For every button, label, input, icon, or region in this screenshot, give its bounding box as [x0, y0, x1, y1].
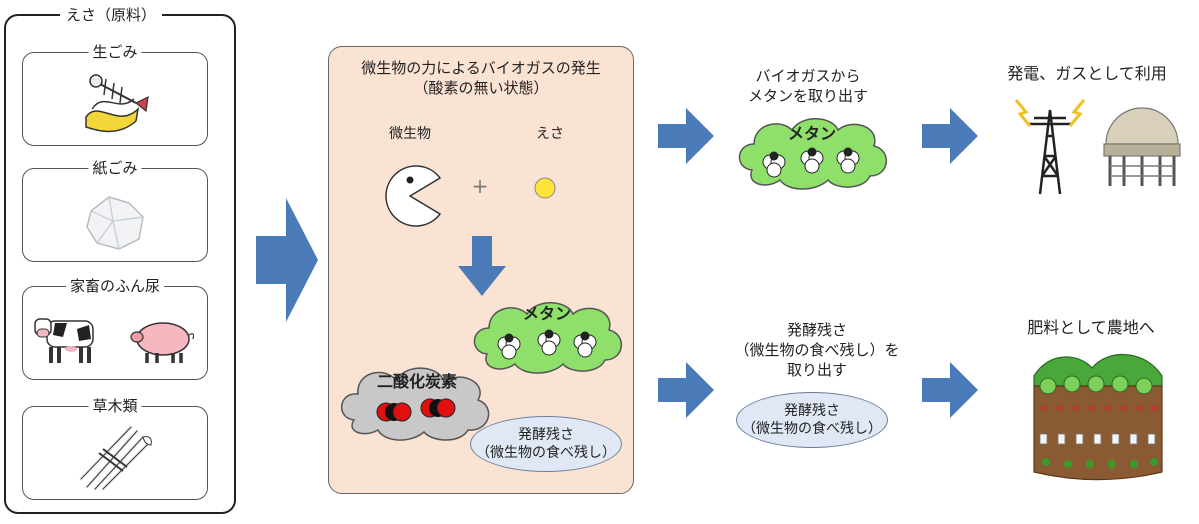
farmland-icon	[1033, 354, 1163, 481]
feed-label-livestock-manure: 家畜のふん尿	[65, 276, 165, 296]
energy-use-label: 発電、ガスとして利用	[1007, 64, 1167, 83]
methane-label-process: メタン	[522, 304, 571, 323]
feed-card-food-waste: 生ごみ	[22, 42, 208, 146]
residue-ellipse-extracted: 発酵残さ （微生物の食べ残し）	[736, 392, 888, 448]
methane-cloud-process	[473, 302, 623, 374]
microbe-label: 微生物	[389, 126, 431, 142]
cow-icon	[34, 318, 94, 363]
residue-line1-extracted: 発酵残さ	[784, 403, 840, 419]
food-pellet-icon	[534, 177, 556, 199]
arrow-methane-to-use	[922, 108, 978, 164]
residue-line2-extracted: （微生物の食べ残し）	[742, 421, 882, 437]
methane-cloud-extracted	[738, 118, 888, 190]
microbe-pacman-icon	[385, 165, 442, 227]
power-tower-icon	[1014, 99, 1086, 195]
methane-label-extracted: メタン	[787, 124, 836, 143]
feedstock-title: えさ（原料）	[60, 4, 163, 25]
feed-card-livestock-manure: 家畜のふん尿	[22, 276, 208, 380]
lower-caption-line1: 発酵残さ	[786, 321, 847, 339]
upper-caption-line2: メタンを取り出す	[747, 87, 868, 105]
upper-caption-line1: バイオガスから	[755, 67, 861, 85]
arrow-process-to-methane	[658, 108, 714, 164]
arrow-down-process	[458, 236, 506, 296]
process-title-line1: 微生物の力によるバイオガスの発生	[361, 59, 601, 77]
arrow-process-to-residue	[658, 362, 714, 418]
pig-icon	[130, 322, 195, 363]
residue-ellipse-process: 発酵残さ （微生物の食べ残し）	[470, 416, 622, 472]
arrow-feed-to-process	[256, 198, 318, 322]
food-waste-icon	[85, 74, 149, 133]
co2-label: 二酸化炭素	[376, 372, 457, 391]
co2-cloud	[340, 367, 490, 441]
bundle-of-branches-icon	[79, 425, 152, 491]
feed-card-paper-waste: 紙ごみ	[22, 158, 208, 262]
residue-line2-process: （微生物の食べ残し）	[476, 445, 616, 461]
plus-sign: +	[471, 174, 489, 198]
lower-caption-line3: 取り出す	[786, 361, 847, 379]
fertilizer-use-label: 肥料として農地へ	[1027, 318, 1155, 337]
feed-label-food-waste: 生ごみ	[88, 42, 142, 62]
lower-caption-line2: （微生物の食べ残し）を	[734, 341, 900, 359]
food-label: えさ	[536, 126, 564, 142]
feed-card-plants: 草木類	[22, 396, 208, 500]
feed-label-plants: 草木類	[88, 396, 142, 416]
gas-holder-tank-icon	[1103, 107, 1181, 186]
crumpled-paper-icon	[86, 196, 144, 250]
feed-label-paper-waste: 紙ごみ	[88, 158, 142, 178]
process-title-line2: （酸素の無い状態）	[413, 79, 549, 97]
arrow-residue-to-farmland	[922, 362, 978, 418]
residue-line1-process: 発酵残さ	[518, 427, 574, 443]
